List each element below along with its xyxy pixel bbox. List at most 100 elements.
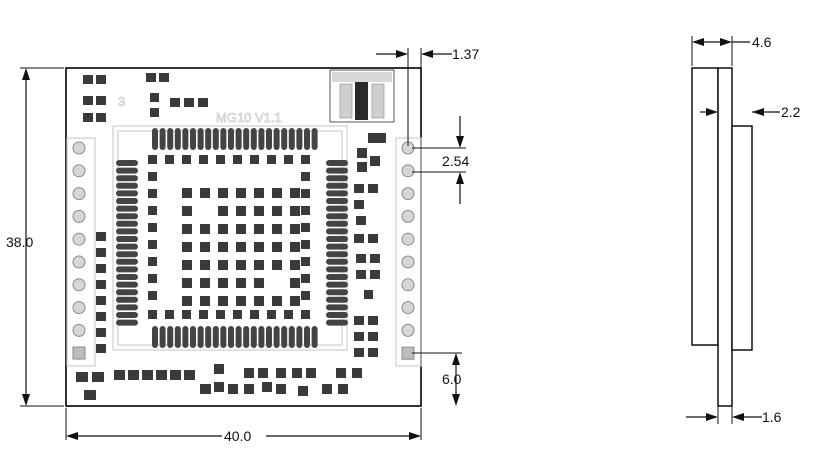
smd-pad [200, 384, 211, 394]
module-pad [148, 223, 157, 232]
module-pad [254, 296, 264, 306]
side-board-label: 1.6 [762, 409, 782, 425]
smd-pad [364, 290, 373, 299]
smd-pad [96, 312, 106, 321]
module-pad [272, 260, 282, 270]
module-pad [148, 155, 157, 164]
smd-pad [244, 368, 254, 378]
side-view-dimensions: 4.6 2.2 1.6 [686, 34, 801, 425]
module-pad [200, 242, 210, 252]
module-pad [301, 291, 310, 300]
module-pad [200, 278, 210, 288]
module-pad [200, 224, 210, 234]
left-pin [72, 278, 86, 292]
pin-offset-label: 1.37 [452, 46, 479, 62]
bottom-castellation [228, 326, 234, 348]
side-board-a [691, 67, 719, 346]
right-pin [401, 187, 415, 201]
smd-pad [276, 384, 286, 394]
bottom-castellation [212, 326, 219, 348]
right-pin-header [401, 141, 415, 360]
smd-pad [354, 200, 364, 209]
module-pad [236, 224, 246, 234]
bottom-castellation [190, 326, 196, 348]
right-castellation [326, 213, 348, 220]
smd-pad [354, 348, 364, 357]
smd-pad [306, 368, 316, 378]
module-pad [267, 310, 276, 319]
right-castellation [326, 198, 348, 204]
module-pad [218, 242, 228, 252]
bottom-offset-label: 6.0 [442, 371, 462, 387]
left-pin [72, 141, 86, 155]
module-pad [218, 188, 228, 198]
module-pad [272, 206, 282, 216]
left-castellation [116, 236, 138, 242]
smd-pad [368, 316, 378, 325]
module-pad [233, 310, 242, 319]
bottom-castellation [250, 326, 257, 348]
smd-pad [354, 184, 364, 193]
model-silk-label: MG10 V1.1 [216, 110, 282, 125]
module-pad [165, 310, 174, 319]
smd-pad [96, 113, 106, 122]
module-pad [218, 224, 228, 234]
top-castellation [258, 128, 265, 150]
left-castellation [116, 175, 138, 182]
module-pad [216, 155, 225, 164]
right-castellation [326, 190, 348, 197]
left-pin [72, 323, 86, 337]
left-castellation [116, 251, 138, 258]
smd-pad [96, 344, 106, 353]
bottom-castellation [205, 326, 212, 348]
smd-components [76, 73, 386, 400]
height-dimension-label: 38.0 [6, 234, 33, 250]
top-castellation [212, 128, 219, 150]
module-pad [301, 310, 310, 319]
module-pad [148, 206, 157, 215]
left-castellation [116, 167, 138, 174]
left-pin-square [72, 346, 86, 360]
module-pad [236, 242, 246, 252]
module-pad [182, 278, 192, 288]
bottom-castellation [152, 326, 158, 348]
top-castellation [311, 128, 318, 150]
bottom-castellation [174, 326, 181, 348]
smd-pad [96, 264, 106, 273]
left-pin [72, 187, 86, 201]
module-pad [250, 310, 259, 319]
width-dimension-label: 40.0 [224, 428, 251, 444]
module-pad [272, 188, 282, 198]
smd-pad [96, 96, 106, 105]
right-castellation [326, 319, 348, 326]
module-pad [301, 189, 310, 198]
bottom-castellation [220, 326, 227, 348]
smd-pad [357, 162, 367, 172]
module-pad [199, 155, 208, 164]
top-castellation [288, 128, 295, 150]
right-castellation [326, 266, 348, 273]
module-pad [267, 155, 276, 164]
left-castellation [116, 274, 138, 280]
module-pad [290, 260, 300, 270]
right-pin [401, 255, 415, 269]
smd-pad [244, 384, 254, 394]
smd-pad [214, 364, 224, 374]
module-pad [182, 310, 191, 319]
left-pin [72, 301, 86, 315]
module-pad [218, 278, 228, 288]
smd-pad [96, 296, 106, 305]
right-castellation [326, 167, 348, 174]
smd-pad [370, 254, 380, 263]
module-pad [200, 296, 210, 306]
module-pad [182, 260, 192, 270]
module-pad [182, 206, 192, 216]
module-pad [301, 257, 310, 266]
smd-pad [76, 372, 88, 382]
side-board-b [717, 67, 733, 407]
smd-pad [368, 332, 378, 341]
right-castellation [326, 243, 348, 250]
top-castellation [197, 128, 204, 150]
module-pad [290, 206, 300, 216]
right-castellation [326, 296, 348, 303]
